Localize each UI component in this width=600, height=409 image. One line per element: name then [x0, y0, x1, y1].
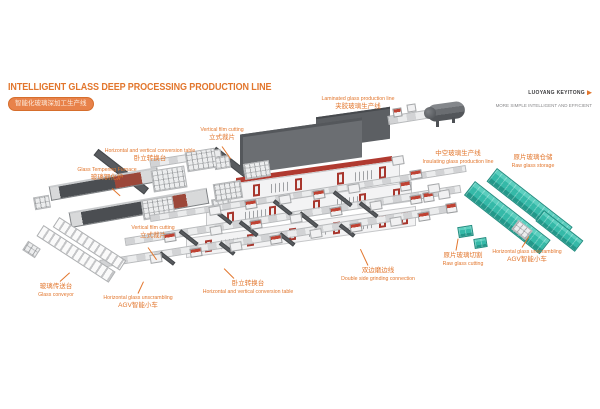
label-text-cn: 立式裁片: [140, 232, 166, 240]
red-machine-block: [312, 189, 326, 200]
red-machine-block: [329, 206, 343, 217]
label-text-cn: 玻璃钢化炉: [90, 174, 124, 182]
rack-block: [22, 240, 41, 259]
logo-tagline: MORE SIMPLE INTELLIGENT AND EFFICIENT: [495, 103, 592, 108]
label-text-cn: 原片玻璃切割: [443, 252, 483, 259]
logo-text: LUOYANG KEYITONG: [528, 89, 585, 96]
company-logo: LUOYANG KEYITONG MORE SIMPLE INTELLIGENT…: [496, 84, 592, 108]
label-tempering-furnace: Glass Tempering Furnace 玻璃钢化炉: [52, 167, 162, 183]
red-machine-block: [409, 169, 423, 180]
vent-grille: [271, 181, 291, 194]
label-film-cutting-top: Vertical film cutting 立式裁片: [186, 127, 258, 143]
label-text-cn: AGV智能小车: [118, 302, 158, 310]
label-text-cn: 玻璃传送台: [39, 283, 73, 290]
wall-door: [295, 177, 302, 191]
glass-cutting-machine: [445, 202, 458, 214]
logo-row: LUOYANG KEYITONG: [496, 84, 592, 102]
label-text-cn: 卧立转换台: [231, 280, 265, 287]
label-text-en: Glass conveyor: [38, 291, 74, 298]
autoclave-cap: [424, 107, 436, 119]
machine-block: [278, 194, 292, 205]
storage-block: [457, 224, 474, 239]
glass-cutting-machine: [399, 180, 412, 192]
machine-block: [369, 200, 383, 211]
machine-block: [208, 205, 222, 216]
label-laminated-line: Laminated glass production line 夹胶玻璃生产线: [293, 96, 423, 112]
label-double-side-grinding: 双边磨边线 Double side grinding connection: [330, 267, 426, 283]
label-text-cn: 卧立转换台: [133, 155, 167, 163]
label-text-cn: 原片玻璃仓储: [513, 154, 553, 161]
label-text-cn: 双边磨边线: [361, 267, 395, 274]
label-text-en: Raw glass storage: [511, 162, 555, 169]
label-text-en: Horizontal and vertical conversion table: [202, 288, 294, 295]
label-text-en: Insulating glass production line: [422, 158, 494, 165]
machine-block: [209, 225, 223, 236]
red-machine-block: [189, 247, 203, 258]
red-machine-block: [269, 234, 283, 245]
label-text-cn: 夹胶玻璃生产线: [335, 103, 381, 111]
leader-line: [59, 272, 70, 282]
machine-block: [289, 213, 303, 224]
leader-line: [137, 281, 144, 294]
label-insulating-line: 中空玻璃生产线 Insulating glass production line: [416, 150, 500, 166]
label-text-cn: AGV智能小车: [507, 256, 547, 264]
rack-block: [32, 194, 52, 211]
label-agv-left: Horizontal glass unscrambling AGV智能小车: [90, 295, 186, 311]
leader-line: [223, 268, 235, 279]
red-machine-block: [417, 211, 431, 222]
machine-block: [229, 241, 243, 252]
label-text-en: Vertical film cutting: [200, 127, 244, 133]
label-text-en: Glass Tempering Furnace: [77, 167, 137, 173]
red-machine-block: [249, 219, 263, 230]
label-text-en: Horizontal glass unscrambling: [103, 295, 173, 301]
label-conversion-table-bottom: 卧立转换台 Horizontal and vertical conversion…: [196, 280, 300, 296]
label-text-en: Vertical film cutting: [131, 225, 175, 231]
red-machine-block: [244, 199, 258, 210]
page-title: INTELLIGENT GLASS DEEP PROCESSING PRODUC…: [8, 82, 272, 93]
label-text-cn: 立式裁片: [209, 134, 235, 142]
title-badge: 智能化玻璃深加工生产线: [8, 97, 94, 111]
label-film-cutting-bottom: Vertical film cutting 立式裁片: [120, 225, 186, 241]
label-agv-right: Horizontal glass unscrambling AGV智能小车: [484, 249, 570, 265]
tank-leg: [436, 121, 439, 127]
wall-door: [253, 183, 260, 197]
wall-door: [337, 171, 344, 185]
leader-line: [359, 248, 369, 266]
logo-mark-icon: [587, 90, 592, 96]
label-text-en: Horizontal and vertical conversion table: [104, 148, 196, 154]
label-glass-conveyor: 玻璃传送台 Glass conveyor: [24, 283, 88, 299]
leader-line: [455, 238, 459, 251]
red-machine-block: [349, 222, 363, 233]
storage-block: [473, 237, 488, 249]
machine-block: [347, 183, 361, 194]
label-text-cn: 中空玻璃生产线: [435, 150, 481, 157]
machine-block: [309, 228, 323, 239]
machine-block: [389, 216, 403, 227]
label-raw-glass-storage: 原片玻璃仓储 Raw glass storage: [500, 154, 566, 170]
label-text-en: Double side grinding connection: [341, 275, 415, 282]
label-text-en: Laminated glass production line: [321, 96, 395, 102]
machine-block: [391, 155, 405, 166]
tank-leg: [452, 117, 455, 123]
label-text-en: Raw glass cutting: [442, 260, 484, 267]
red-machine-block: [409, 194, 423, 205]
label-conversion-table-top: Horizontal and vertical conversion table…: [104, 148, 196, 164]
label-text-en: Horizontal glass unscrambling: [492, 249, 562, 255]
machine-block: [427, 183, 441, 194]
label-raw-glass-cutting: 原片玻璃切割 Raw glass cutting: [434, 252, 492, 268]
